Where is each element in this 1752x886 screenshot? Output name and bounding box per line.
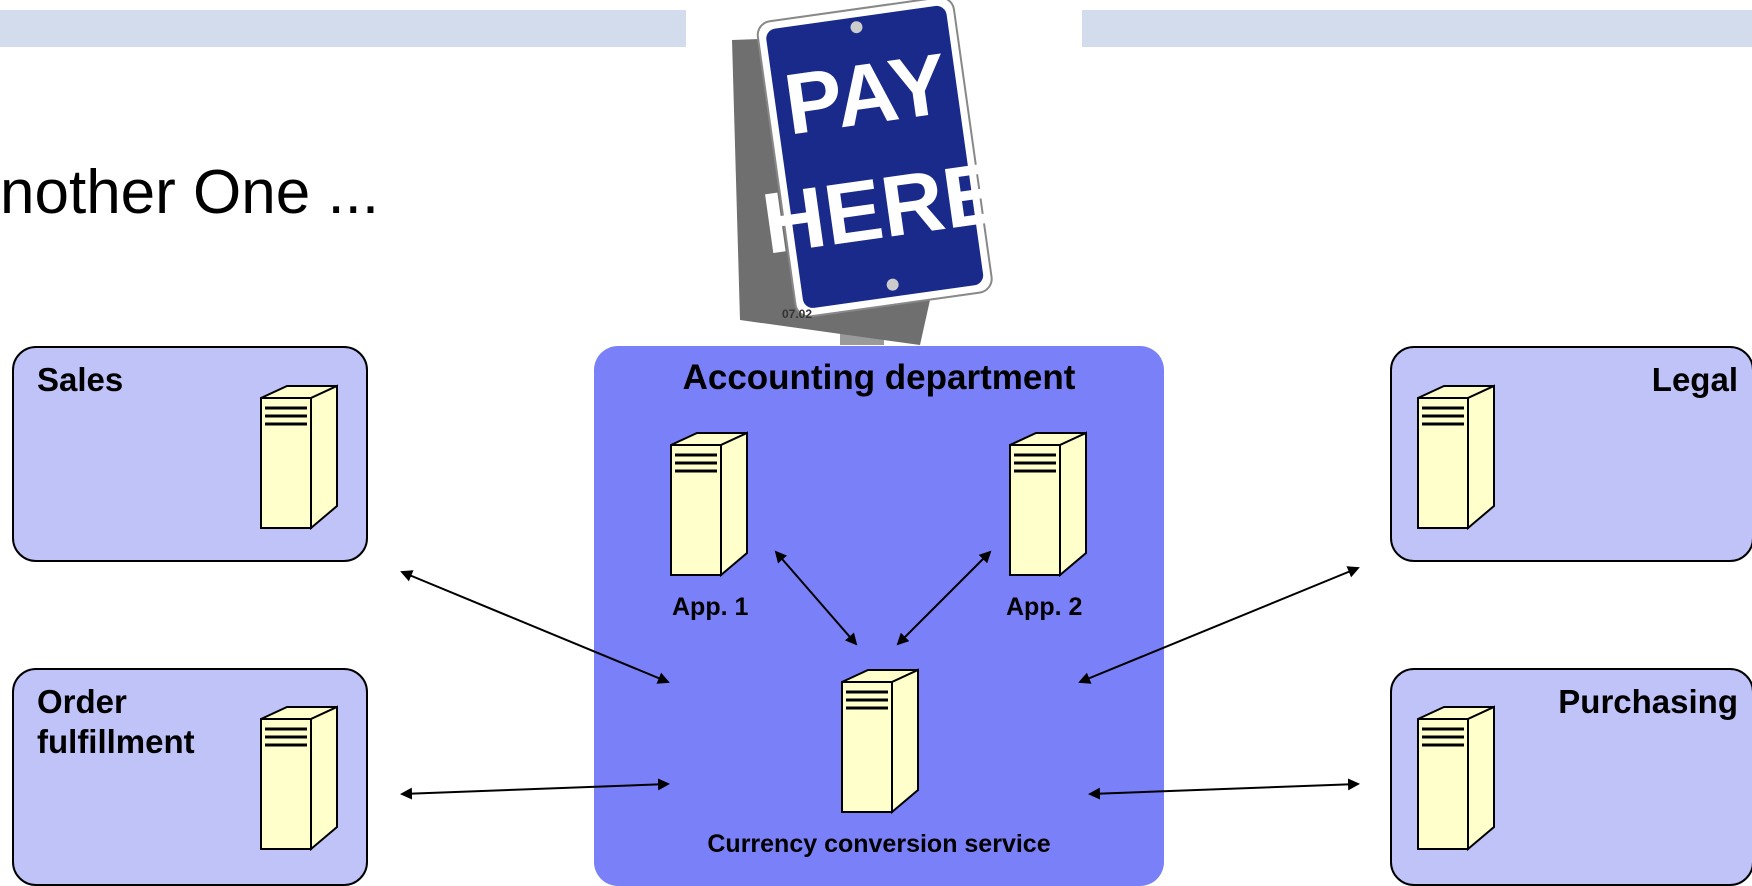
server-icon-currency-service [840,668,920,814]
arrow-purchasing-to-service [1088,778,1360,800]
server-icon-purchasing [1416,705,1496,851]
header-bar-left [0,10,686,47]
order-label-line1: Order [37,683,127,720]
department-purchasing-label: Purchasing [1558,683,1738,720]
department-legal-label: Legal [1651,361,1738,398]
server-icon-app1 [669,431,749,577]
arrow-legal-to-service [1078,566,1360,684]
arrow-app1-to-service [774,550,858,646]
arrow-app2-to-service [896,550,992,646]
app1-label: App. 1 [672,593,749,621]
arrow-sales-to-service [400,570,670,684]
arrow-order-to-service [400,778,670,800]
server-icon-legal [1416,384,1496,530]
server-icon-app2 [1008,431,1088,577]
app2-label: App. 2 [1006,593,1083,621]
department-sales-label: Sales [37,361,124,398]
slide-title: nother One ... [0,158,380,227]
order-label-line2: fulfillment [37,723,195,761]
server-icon-order-fulfillment [259,705,339,851]
pay-here-sign-image: PAY HERE 07.02 [732,0,1007,345]
currency-conversion-service-label: Currency conversion service [707,830,1051,858]
server-icon-sales [259,384,339,530]
sign-text-pay: PAY [779,36,953,154]
accounting-department-title: Accounting department [682,358,1076,397]
sign-tag-label: 07.02 [782,307,812,321]
header-bar-right [1082,10,1752,47]
department-order-fulfillment-label: Order fulfillment [37,682,195,763]
